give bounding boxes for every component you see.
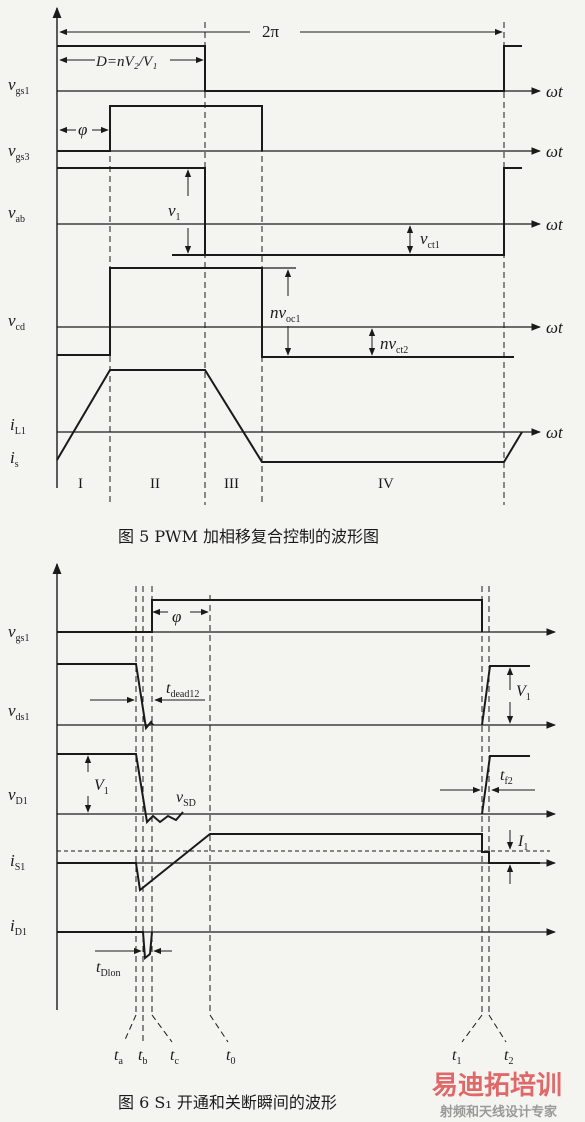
fig6-time-tb: tb <box>138 1047 147 1067</box>
fig5-omega-t-4: ωt <box>546 318 564 337</box>
watermark-sub-text: 射频和天线设计专家 <box>439 1104 558 1120</box>
fig6-tf2-label: tf2 <box>500 767 513 787</box>
fig5-duty-label: D=nV₂/V₁ <box>95 54 157 70</box>
fig5-interval-2: II <box>150 476 160 492</box>
fig5-vab-wave <box>57 167 522 256</box>
fig6-tDlon-label: tDlon <box>96 959 120 979</box>
fig6-is1-wave <box>57 833 540 892</box>
fig5-vgs1-wave <box>57 45 522 92</box>
fig5-nvoc1-label: nvoc1 <box>270 303 301 325</box>
fig5-label-is: is <box>10 448 19 470</box>
fig5-omega-t-3: ωt <box>546 215 564 234</box>
figure-6 <box>52 562 556 1043</box>
fig5-interval-3: III <box>224 476 239 492</box>
fig5-period-label: 2π <box>262 22 280 41</box>
fig5-label-vab: vab <box>8 203 25 225</box>
fig6-label-vgs1: vgs1 <box>8 622 29 644</box>
fig5-phase-label: φ <box>78 120 87 139</box>
fig5-is-wave <box>56 369 523 463</box>
fig5-omega-t-1: ωt <box>546 82 564 101</box>
figure-5 <box>52 6 541 505</box>
fig6-time-t0: t0 <box>226 1047 235 1067</box>
fig6-phase-label: φ <box>172 607 181 626</box>
fig6-labels: φ vgs1 vds1 vD1 iS1 iD1 tdead12 V1 V1 vS… <box>8 607 531 1112</box>
fig6-vSD-label: vSD <box>176 789 196 809</box>
fig5-nvct2-label: nvct2 <box>380 334 408 356</box>
fig5-interval-1: I <box>78 476 83 492</box>
fig6-time-ta: ta <box>114 1047 123 1067</box>
fig6-V1-label-a: V1 <box>516 683 531 703</box>
fig5-omega-t-5: ωt <box>546 423 564 442</box>
fig5-v1-label: v1 <box>168 201 181 223</box>
fig5-interval-4: IV <box>378 476 394 492</box>
fig5-labels: 2π D=nV₂/V₁ φ vgs1 vgs3 vab vcd iL1 is ω… <box>8 22 564 546</box>
fig6-time-t1: t1 <box>452 1047 461 1067</box>
fig5-omega-t-2: ωt <box>546 142 564 161</box>
fig6-label-vds1: vds1 <box>8 701 29 723</box>
fig6-iD1-wave <box>57 931 153 960</box>
fig5-label-iL1: iL1 <box>10 415 26 437</box>
fig5-vgs3-wave <box>57 105 263 152</box>
fig6-V1-label-b: V1 <box>94 777 109 797</box>
fig6-tdead12-label: tdead12 <box>166 680 199 700</box>
fig6-vD1-wave-2 <box>481 755 530 815</box>
fig5-caption: 图 5 PWM 加相移复合控制的波形图 <box>118 527 379 546</box>
fig5-label-vgs1: vgs1 <box>8 75 29 97</box>
fig5-vct1-label: vct1 <box>420 229 440 251</box>
fig6-vD1-wave <box>57 753 184 825</box>
fig5-time-markers <box>109 22 505 505</box>
fig6-label-iD1: iD1 <box>10 916 27 938</box>
watermark-main-text: 易迪拓培训 <box>432 1071 562 1101</box>
fig6-I1-label: I1 <box>517 833 528 853</box>
fig5-label-vcd: vcd <box>8 311 25 333</box>
fig5-label-vgs3: vgs3 <box>8 141 29 163</box>
fig5-vcd-wave <box>57 267 514 358</box>
fig6-vgs1-wave <box>57 599 483 633</box>
fig6-vds1-wave <box>57 663 154 731</box>
fig6-caption: 图 6 S₁ 开通和关断瞬间的波形 <box>118 1093 337 1112</box>
watermark: 易迪拓培训 射频和天线设计专家 <box>432 1071 562 1120</box>
fig6-label-is1: iS1 <box>10 851 25 873</box>
fig6-time-t2: t2 <box>504 1047 513 1067</box>
fig6-time-tc: tc <box>170 1047 179 1067</box>
fig6-label-vD1: vD1 <box>8 785 28 807</box>
fig6-vds1-wave-2 <box>481 665 530 726</box>
